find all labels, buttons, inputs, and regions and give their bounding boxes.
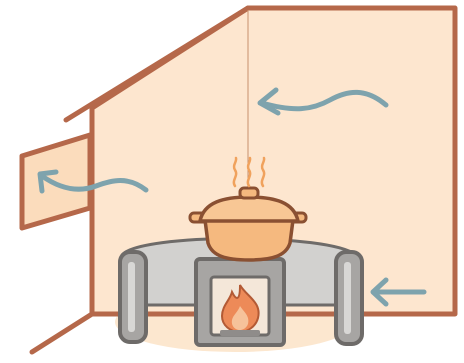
pot-lid-knob bbox=[240, 188, 258, 198]
floor-edge bbox=[32, 314, 92, 352]
hearth-right-pillar-highlight bbox=[344, 262, 351, 334]
pot-body bbox=[205, 220, 293, 260]
hearth-left-pillar-highlight bbox=[128, 262, 135, 332]
firebox-grate bbox=[220, 330, 260, 336]
